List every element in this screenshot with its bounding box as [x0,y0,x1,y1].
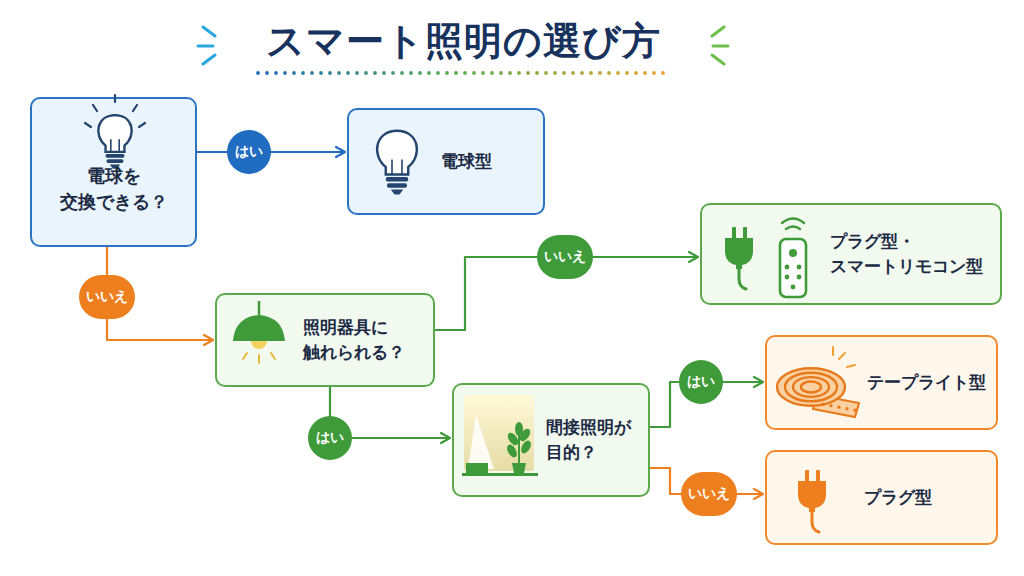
underline-dot [661,71,665,75]
answer-badge: はい [308,416,352,460]
underline-dot [517,71,521,75]
underline-dot [643,71,647,75]
underline-dot [481,71,485,75]
light-ray [85,123,91,127]
light-ray [133,105,137,111]
answer-badge: いいえ [681,472,737,516]
result-box: テープライト型 [765,335,998,430]
underline-dot [301,71,305,75]
node-label: 照明器具に 触れられる？ [303,315,421,364]
underline-dot [382,71,386,75]
underline-dot [436,71,440,75]
indirect-light-icon [462,395,538,476]
underline-dot [346,71,350,75]
underline-dot [580,71,584,75]
underline-dot [283,71,287,75]
underline-dot [391,71,395,75]
title-dotted-underline [256,71,665,75]
underline-dot [337,71,341,75]
underline-dot [355,71,359,75]
underline-dot [634,71,638,75]
answer-badge: はい [679,360,723,404]
decision-box: 間接照明が 目的？ [452,383,650,497]
underline-dot [400,71,404,75]
underline-dot [616,71,620,75]
underline-dot [472,71,476,75]
underline-dot [328,71,332,75]
underline-dot [562,71,566,75]
underline-dot [625,71,629,75]
result-box: プラグ型 [765,450,998,545]
answer-badge: いいえ [537,235,593,279]
light-ray [139,123,145,127]
remote-icon [780,219,806,298]
tape-light-icon [777,347,859,417]
underline-dot [499,71,503,75]
underline-dot [598,71,602,75]
bulb-icon [98,115,131,169]
underline-dot [418,71,422,75]
underline-dot [490,71,494,75]
underline-dot [319,71,323,75]
underline-dot [427,71,431,75]
underline-dot [445,71,449,75]
underline-dot [544,71,548,75]
underline-dot [454,71,458,75]
underline-dot [310,71,314,75]
result-box: 電球型 [347,108,545,215]
decision-box: 電球を 交換できる？ [30,97,197,247]
node-label: 電球を 交換できる？ [54,163,174,215]
decision-box: 照明器具に 触れられる？ [215,293,435,387]
underline-dot [409,71,413,75]
node-label: テープライト型 [867,370,986,395]
light-ray [114,95,116,102]
underline-dot [256,71,260,75]
pendant-lamp-icon [233,301,285,363]
underline-dot [373,71,377,75]
plug-icon [725,227,753,289]
node-label: 電球型 [441,149,492,174]
underline-dot [607,71,611,75]
underline-dot [652,71,656,75]
bulb-icon [377,131,417,195]
underline-dot [553,71,557,75]
node-label: プラグ型 [864,485,932,510]
underline-dot [571,71,575,75]
light-ray [93,105,97,111]
underline-dot [508,71,512,75]
underline-dot [292,71,296,75]
underline-dot [463,71,467,75]
node-label: 間接照明が 目的？ [546,415,638,464]
diagram-title: スマート照明の選び方 [266,16,661,67]
node-label: プラグ型・ スマートリモコン型 [830,229,990,278]
title-dashes-left [198,27,215,64]
answer-badge: はい [227,130,271,174]
answer-badge: いいえ [79,275,135,319]
title-dashes-right [712,27,728,64]
underline-dot [265,71,269,75]
underline-dot [364,71,368,75]
underline-dot [274,71,278,75]
flow-connector [197,151,345,153]
underline-dot [535,71,539,75]
underline-dot [526,71,530,75]
plug-icon [798,470,826,532]
result-box: プラグ型・ スマートリモコン型 [700,203,1002,305]
underline-dot [589,71,593,75]
